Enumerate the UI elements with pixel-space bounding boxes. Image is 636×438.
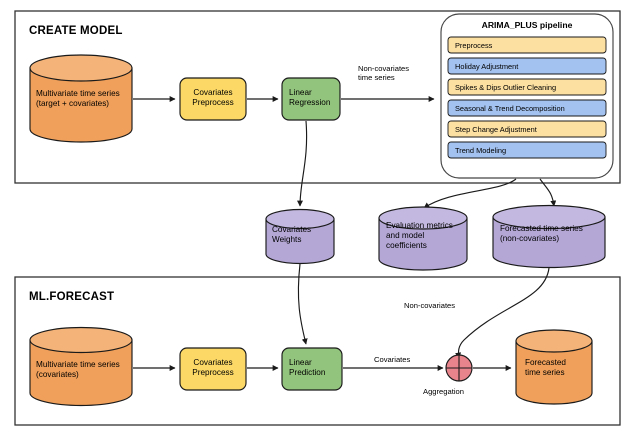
cylinder-multivariate-covariates <box>29 326 133 407</box>
cylinder-multivariate-target-covariates <box>29 54 133 143</box>
box-covariates-preprocess-top <box>179 77 247 121</box>
box-linear-regression <box>281 77 341 121</box>
cylinder-covariates-weights <box>265 208 335 265</box>
pipeline-steps <box>447 36 607 159</box>
arrow-forecasted-noncov-to-aggregation <box>455 267 550 359</box>
arrow-pipeline-to-evaluation-metrics <box>423 178 517 209</box>
aggregation-node <box>445 354 473 382</box>
cylinder-forecasted-noncovariates <box>492 204 606 269</box>
cylinder-evaluation-metrics <box>378 206 468 271</box>
pipeline-step-rect-5 <box>447 141 607 159</box>
cylinder-forecasted-output <box>515 329 593 405</box>
pipeline-step-rect-1 <box>447 57 607 75</box>
arrow-regression-to-covariates-weights <box>297 120 308 207</box>
pipeline-step-rect-3 <box>447 99 607 117</box>
pipeline-step-rect-4 <box>447 120 607 138</box>
pipeline-step-rect-2 <box>447 78 607 96</box>
box-covariates-preprocess-bottom <box>179 347 247 391</box>
box-linear-prediction <box>281 347 343 391</box>
pipeline-step-rect-0 <box>447 36 607 54</box>
arrow-pipeline-to-forecasted-noncov <box>539 178 557 207</box>
arrow-weights-to-linear-prediction <box>297 263 308 345</box>
